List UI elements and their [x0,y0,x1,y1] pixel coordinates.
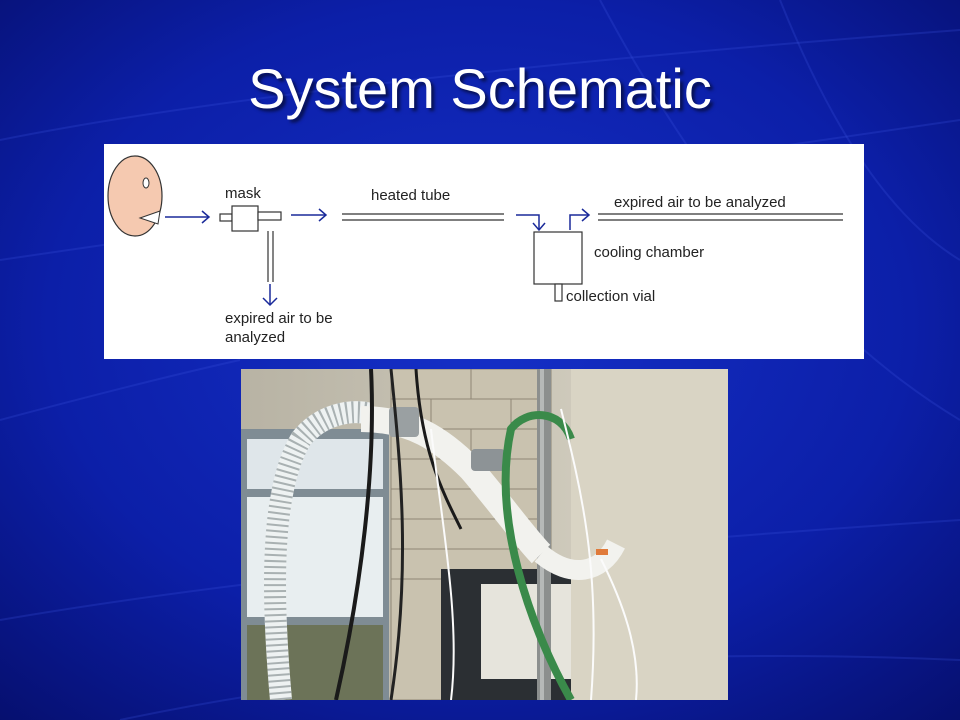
collection-vial-icon [554,283,563,302]
arrow-mask-down [262,284,278,307]
arrow-tube-to-chamber [516,214,546,232]
arrow-chamber-to-output [569,208,591,230]
arrow-face-to-mask [165,210,211,224]
lab-apparatus-photo [241,369,728,700]
system-schematic-diagram: mask heated tube expired air to be analy… [104,144,864,359]
mask-icon [219,205,282,282]
slide-title: System Schematic [248,57,712,120]
label-expired-air-bottom-2: analyzed [225,329,286,346]
apparatus-photo-drawing [241,369,728,700]
label-collection-vial: collection vial [566,288,656,305]
label-cooling-chamber: cooling chamber [594,244,705,261]
label-mask: mask [225,185,261,202]
cooling-chamber-icon [533,231,583,285]
label-expired-air-top: expired air to be analyzed [614,194,786,211]
heated-tube-line [342,213,504,221]
output-air-line [598,213,843,221]
face-icon [107,155,163,237]
arrow-mask-to-tube [291,208,328,222]
label-expired-air-bottom-1: expired air to be [225,310,333,327]
schematic-drawing [107,155,843,307]
label-heated-tube: heated tube [371,187,451,204]
